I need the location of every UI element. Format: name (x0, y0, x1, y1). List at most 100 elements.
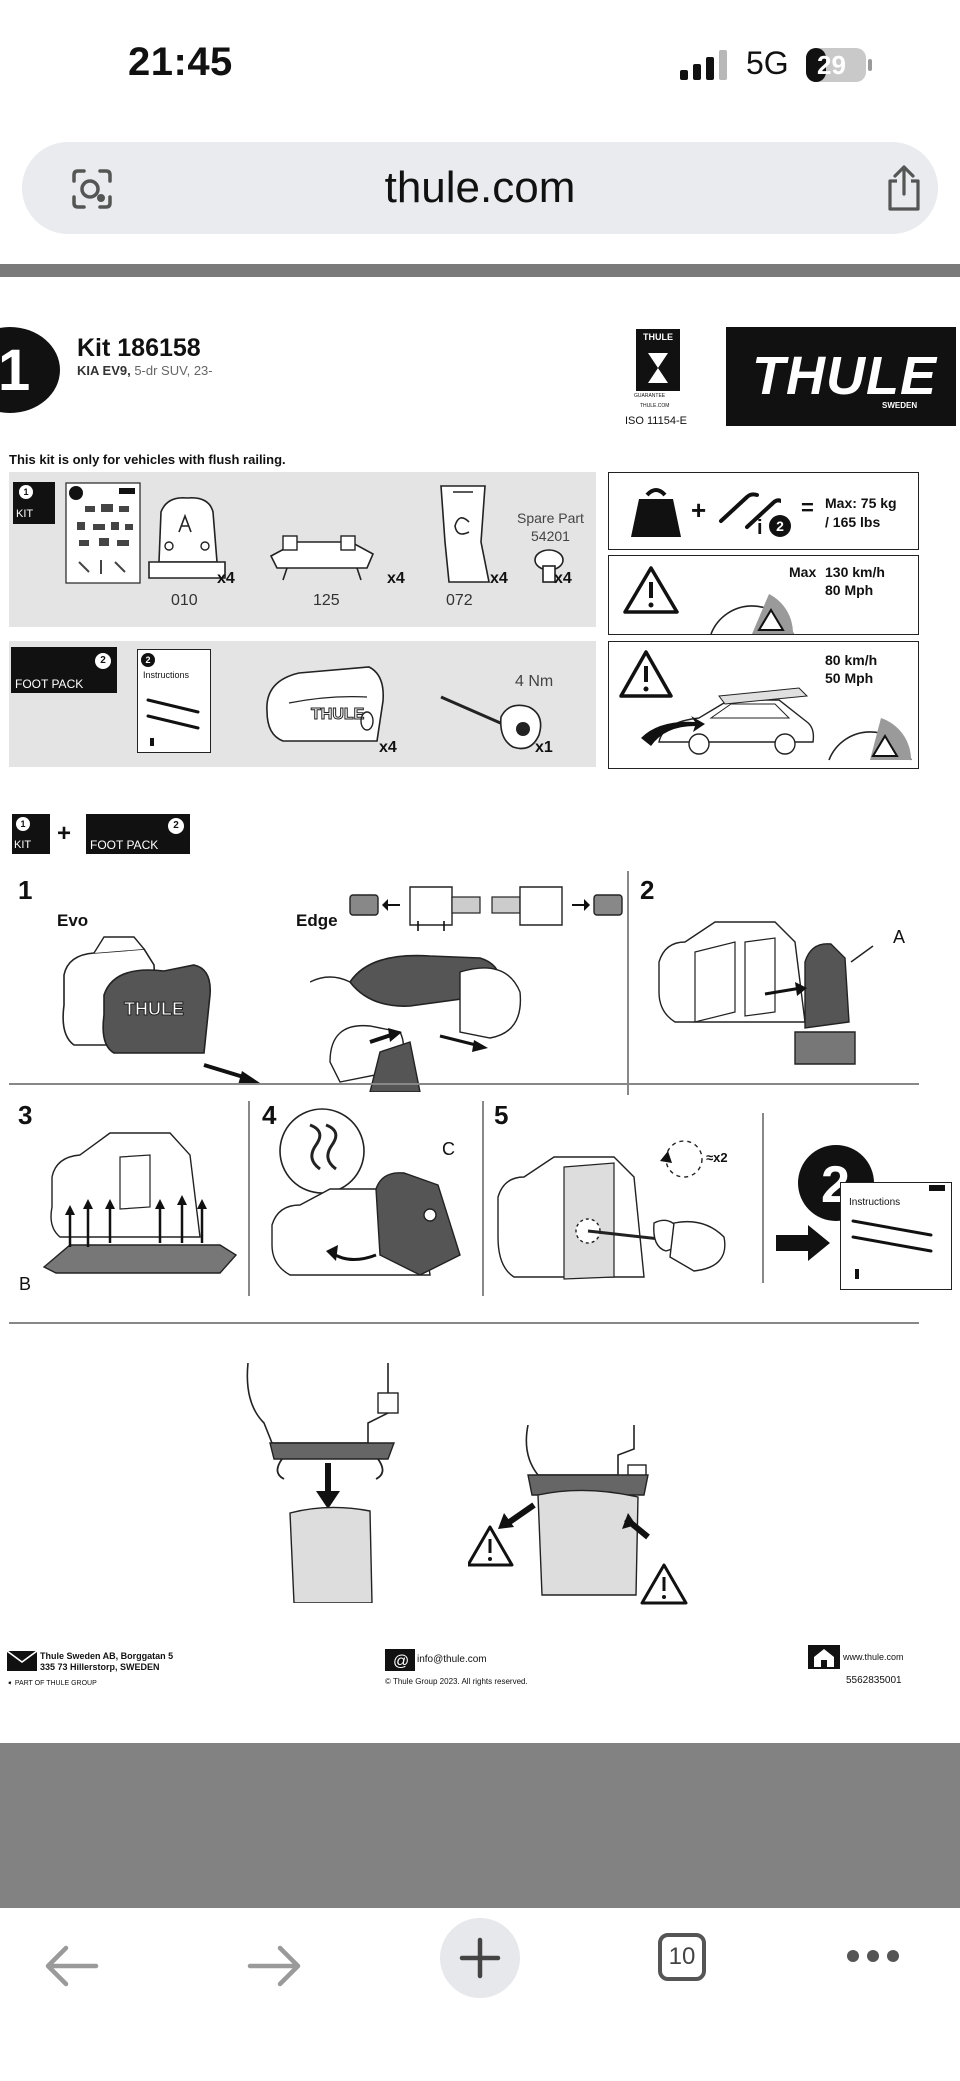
max-speed-box: Max 130 km/h 80 Mph (608, 555, 919, 635)
kit-label: KIT (14, 839, 32, 851)
url-text[interactable]: thule.com (384, 163, 576, 212)
iso-standard: ISO 11154-E (625, 415, 687, 427)
step-divider (762, 1113, 764, 1283)
part-qty: x4 (217, 570, 235, 587)
tool-qty: x1 (535, 739, 553, 756)
pad-attach-illustration (42, 1132, 238, 1274)
spare-qty: x4 (554, 570, 572, 587)
foot-pack-instructions-sheet: 2 Instructions (137, 649, 211, 753)
vehicle-info: KIA EV9, 5-dr SUV, 23- (77, 363, 213, 378)
cover-attach-illustration (271, 1108, 461, 1276)
vehicle-model: KIA EV9, (77, 363, 131, 378)
kit-box-icon: 1 KIT (13, 482, 55, 524)
guarantee-label: THULE (636, 329, 680, 345)
x2-label: x2 (713, 1150, 728, 1165)
max-speed-mph: 80 Mph (825, 582, 874, 598)
foot-pack-number: 2 (168, 818, 184, 834)
share-icon[interactable] (884, 164, 924, 212)
part-code: 125 (313, 592, 340, 609)
footer-doc-number: 5562835001 (846, 1675, 902, 1686)
part-code: 072 (446, 592, 473, 609)
footer-address-2: 335 73 Hillerstorp, SWEDEN (40, 1662, 160, 1672)
warning-icon (623, 566, 679, 614)
browser-toolbar: 10 (0, 1908, 960, 2081)
new-tab-button[interactable] (440, 1918, 520, 1998)
speedometer-icon (710, 594, 794, 635)
instructions-label: Instructions (143, 670, 190, 680)
info-i: i (757, 517, 763, 539)
brand-sub: SWEDEN (882, 401, 918, 410)
next-arrow-icon (776, 1225, 830, 1261)
kit-number: 1 (19, 485, 33, 499)
foot-qty: x4 (379, 739, 397, 756)
step-3-number: 3 (18, 1100, 33, 1130)
lens-search-icon[interactable] (70, 167, 114, 211)
foot-pack-number: 2 (95, 653, 111, 669)
part-qty: x4 (490, 570, 508, 587)
next-step-circle: 2 (798, 1145, 874, 1221)
battery-icon (806, 48, 872, 82)
step-2-number: 2 (640, 875, 655, 905)
thule-mini-logo (929, 1185, 945, 1191)
label-a: A (893, 927, 906, 947)
warning-icon (619, 650, 673, 698)
step-4-number: 4 (262, 1100, 277, 1130)
weight-icon (631, 488, 681, 537)
address-bar[interactable]: thule.com (22, 142, 938, 234)
roof-bar-icon (719, 492, 781, 529)
rotation-count: ≈x2 (706, 1150, 728, 1165)
tab-switcher-button[interactable]: 10 (658, 1933, 706, 1981)
footer-group: ➧ PART OF THULE GROUP (7, 1679, 97, 1687)
tool-torque: 4 Nm (515, 673, 554, 690)
evo-label: Evo (57, 911, 89, 930)
car-with-load-icon (641, 687, 815, 755)
kit-number: 1 (16, 817, 30, 831)
footer-email: info@thule.com (417, 1654, 487, 1665)
guarantee-word: GUARANTEE (634, 393, 666, 399)
instructions-number: 2 (141, 653, 155, 667)
pad-125-icon (269, 535, 375, 581)
more-options-icon[interactable] (845, 1948, 901, 1964)
mail-icon (7, 1651, 37, 1671)
back-arrow-icon[interactable] (42, 1942, 100, 1990)
foot-pack-box-icon: 2 FOOT PACK (86, 814, 190, 854)
bracket-insert-illustration (658, 921, 874, 1065)
max-speed-kmh: 130 km/h (825, 564, 885, 580)
roof-bars-icon (851, 1219, 933, 1279)
foot-pack-label: FOOT PACK (15, 677, 84, 691)
step-5-number: 5 (494, 1100, 509, 1130)
plus-sign: + (691, 495, 707, 525)
step-number: 1 (0, 338, 31, 403)
group-arrow-icon: ➧ (7, 1680, 15, 1687)
footer-copyright: © Thule Group 2023. All rights reserved. (385, 1677, 528, 1686)
torque-tool-icon (440, 695, 542, 750)
kit-box-icon: 1 KIT (12, 814, 50, 854)
page-divider (0, 264, 960, 277)
loaded-speed-box: 80 km/h 50 Mph (608, 641, 919, 769)
svg-text:@: @ (393, 1653, 409, 1670)
foot-pack-label: FOOT PACK (90, 838, 159, 852)
part-code: 010 (171, 592, 198, 609)
equals-sign: = (801, 495, 814, 520)
label-c: C (442, 1139, 455, 1159)
load-info-box: + i 2 = Max: 75 kg / 165 lbs (608, 472, 919, 550)
network-type: 5G (746, 45, 789, 81)
max-load: Max: 75 kg (825, 495, 897, 511)
label-b: B (19, 1274, 32, 1294)
foot-pack-box-icon: 2 FOOT PACK (11, 647, 117, 693)
svg-text:THULE: THULE (124, 999, 184, 1019)
foot-pack-panel: 2 FOOT PACK 2 Instructions THULE x4 4 Nm… (9, 641, 596, 767)
thule-foot-icon: THULE (266, 666, 385, 742)
svg-text:THULE: THULE (311, 706, 365, 723)
forward-arrow-icon[interactable] (246, 1942, 304, 1990)
battery-level: 29 (817, 50, 846, 80)
tighten-screw-illustration (497, 1140, 726, 1280)
page-end-overlay (0, 1743, 960, 1908)
tab-count: 10 (668, 1943, 696, 1970)
foot-pad-insert-illustration (246, 1363, 399, 1603)
brand-name: THULE (752, 346, 937, 406)
footer-address-1: Thule Sweden AB, Borggatan 5 (40, 1651, 174, 1661)
loaded-speed-kmh: 80 km/h (825, 652, 878, 668)
edge-label: Edge (296, 911, 338, 930)
row-divider (9, 1083, 919, 1085)
